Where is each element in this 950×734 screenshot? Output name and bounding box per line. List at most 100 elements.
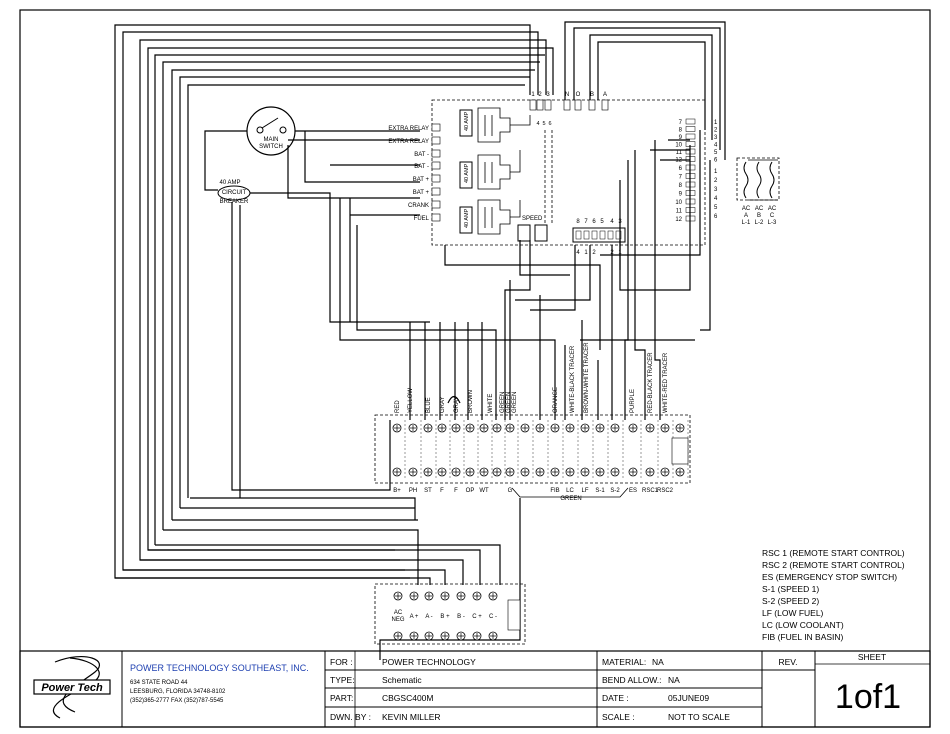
connector-pin [599, 230, 606, 240]
relay-label: CRANK [408, 203, 429, 209]
power-tech-logo: Power Tech [33, 655, 111, 719]
right-pin-c-label: 10 [675, 200, 682, 206]
terminal-screw-bottom [628, 467, 638, 477]
ac-terminal-label: B + [440, 614, 450, 620]
terminal-screw-top [580, 423, 590, 433]
part-value: CBGSC400M [382, 693, 434, 703]
sub-pin-label: 4 [536, 121, 539, 127]
fuse-ac-label: AC [742, 206, 751, 212]
top-pin [601, 99, 609, 111]
ac-terminal-screw-bottom [472, 631, 482, 641]
company-address-1: 634 STATE ROAD 44 [130, 680, 188, 686]
terminal-label: OP [466, 488, 475, 494]
speed-connector: SPEED [517, 216, 548, 242]
terminal-label: ST [424, 488, 432, 494]
top-pin [574, 99, 582, 111]
terminal-screw-bottom [465, 467, 475, 477]
ac-terminal-label: NEG [391, 617, 404, 623]
connector-top-label: 7 [584, 219, 588, 225]
terminal-screw-bottom [451, 467, 461, 477]
terminal-label: S-1 [595, 488, 605, 494]
terminal-screw-bottom [479, 467, 489, 477]
date-value: 05JUNE09 [668, 693, 709, 703]
speed-label: SPEED [522, 216, 543, 222]
relay-label: EXTRA RELAY [388, 139, 429, 145]
ac-terminal-screw-bottom [456, 631, 466, 641]
terminal-screw-top [535, 423, 545, 433]
abbreviation-legend: RSC 1 (REMOTE START CONTROL)RSC 2 (REMOT… [762, 548, 905, 642]
connector-top-label: 6 [592, 219, 596, 225]
connector-pin [615, 230, 622, 240]
connector-pin [591, 230, 598, 240]
legend-entry: LF (LOW FUEL) [762, 608, 824, 618]
relay-label: EXTRA RELAY [388, 126, 429, 132]
right-pin-a-label: 9 [679, 135, 683, 141]
ac-terminal-screw-top [424, 591, 434, 601]
terminal-screw-bottom [392, 467, 402, 477]
terminal-label: G [508, 488, 513, 494]
wire-color-label: GREEN [500, 392, 506, 413]
connector-bottom-label: 4 [576, 250, 580, 256]
relay-terminal [431, 213, 441, 222]
terminal-label: F [454, 488, 458, 494]
connector-bottom-label: 1 [584, 250, 588, 256]
right-pin-c-label: 11 [676, 209, 683, 215]
ac-terminal-screw-top [440, 591, 450, 601]
switch-wires [204, 130, 430, 498]
terminal-screw-top [437, 423, 447, 433]
terminal-screw-top [492, 423, 502, 433]
terminal-screw-bottom [550, 467, 560, 477]
relay-label: BAT - [414, 164, 429, 170]
relay-terminal [431, 187, 441, 196]
sub-pin-label: 6 [548, 121, 551, 127]
terminal-screw-bottom [492, 467, 502, 477]
top-pin-label: B [590, 92, 594, 98]
scale-label: SCALE : [602, 712, 635, 722]
wire-color-label: PURPLE [630, 389, 636, 413]
wire-color-label: GREEN [512, 392, 518, 413]
terminal-label: RSC1 [642, 488, 659, 494]
top-pin [563, 99, 571, 111]
wire-color-label: ORANGE [553, 387, 559, 413]
sheet-number: 1of1 [835, 678, 901, 716]
wire-color-label: RED-BLACK TRACER [648, 352, 654, 413]
right-pin-c-label: 7 [679, 175, 683, 181]
terminal-screw-top [550, 423, 560, 433]
logo-text: Power Tech [41, 682, 103, 694]
for-label: FOR : [330, 657, 353, 667]
wire-color-label: GREEN [506, 392, 512, 413]
right-pin [685, 126, 696, 132]
terminal-screw-top [565, 423, 575, 433]
terminal-label: ES [629, 488, 637, 494]
fuse-element [743, 161, 749, 199]
right-pin-b-label: 2 [714, 128, 718, 134]
sheet-label: SHEET [858, 652, 886, 662]
ac-terminal-screw-top [409, 591, 419, 601]
top-pin [544, 99, 552, 111]
sub-pin-label: 5 [542, 121, 545, 127]
date-label: DATE : [602, 693, 629, 703]
fuse-ac-label: AC [755, 206, 764, 212]
breaker-label-2: BREAKER [220, 199, 249, 205]
right-pin-b-label: 4 [714, 143, 718, 149]
ac-terminal-screw-bottom [409, 631, 419, 641]
top-pin [529, 99, 537, 111]
right-pin-b-label: 5 [714, 150, 718, 156]
relays: 40 AMP 40 AMP 40 AMP [459, 107, 531, 235]
legend-entry: RSC 2 (REMOTE START CONTROL) [762, 560, 905, 570]
terminal-label: WT [479, 488, 489, 494]
right-pin-d-label: 6 [714, 214, 718, 220]
right-pin-d-label: 2 [714, 178, 718, 184]
relay-label: FUEL [414, 216, 430, 222]
ac-terminal-label: A - [425, 614, 432, 620]
main-harness [339, 130, 711, 420]
top-pin-label: O [576, 92, 581, 98]
wire-color-label: GRAY [440, 396, 446, 413]
ac-terminal-screw-bottom [488, 631, 498, 641]
ac-terminal-screw-top [393, 591, 403, 601]
top-pin-label: N [565, 92, 569, 98]
wire-color-label: BROWN [468, 390, 474, 413]
right-pin [685, 133, 696, 140]
